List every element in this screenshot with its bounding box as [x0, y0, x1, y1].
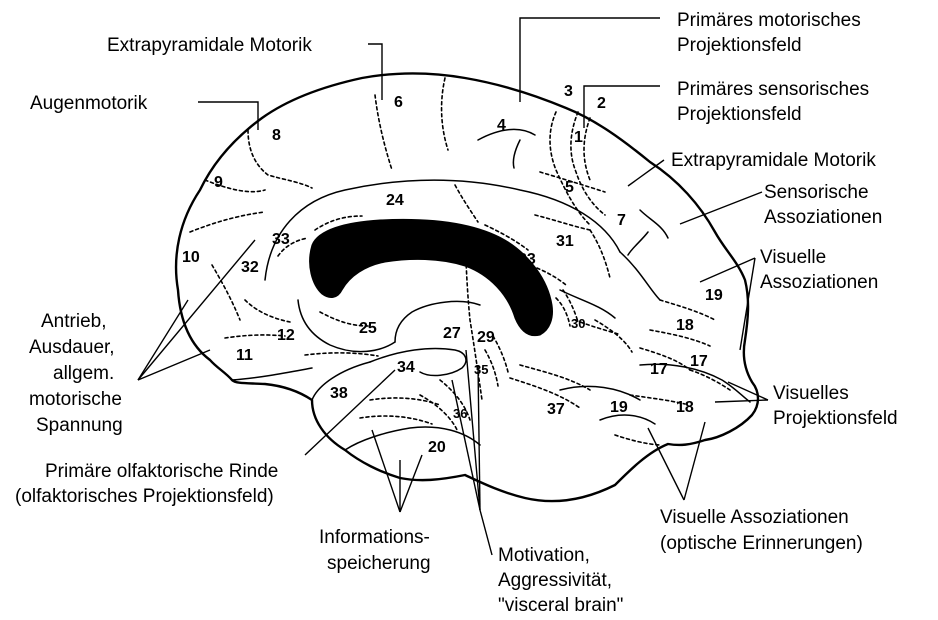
label-informations-line1: Informations-	[319, 527, 430, 548]
area-6: 6	[394, 94, 403, 111]
label-motivation-line3: "visceral brain"	[498, 595, 623, 616]
area-19-a: 19	[705, 287, 723, 304]
area-30: 30	[571, 316, 585, 331]
region-labels: Extrapyramidale Motorik Augenmotorik Pri…	[15, 10, 898, 616]
label-olfaktorisch-line2: (olfaktorisches Projektionsfeld)	[15, 486, 274, 507]
area-18-b: 18	[676, 399, 694, 416]
label-sensorische-line1: Sensorische	[764, 182, 869, 203]
area-3: 3	[564, 83, 573, 100]
label-primaeres-sensorisches-line1: Primäres sensorisches	[677, 79, 869, 100]
label-motivation-line2: Aggressivität,	[498, 570, 612, 591]
area-7: 7	[617, 212, 626, 229]
area-4: 4	[497, 117, 506, 134]
area-26: 26	[521, 309, 539, 326]
label-visuelle-assoziationen-line1: Visuelle	[760, 247, 826, 268]
area-12: 12	[277, 327, 295, 344]
area-32: 32	[241, 259, 259, 276]
label-antrieb-line2: Ausdauer,	[29, 337, 115, 358]
area-8: 8	[272, 127, 281, 144]
label-visuelles-projektionsfeld-line1: Visuelles	[773, 383, 849, 404]
area-19-b: 19	[610, 399, 628, 416]
label-sensorische-line2: Assoziationen	[764, 207, 882, 228]
area-35: 35	[474, 362, 488, 377]
label-extrapyramidale-motorik-right: Extrapyramidale Motorik	[671, 150, 876, 171]
label-augenmotorik: Augenmotorik	[30, 93, 148, 114]
label-primaeres-motorisches-line2: Projektionsfeld	[677, 35, 802, 56]
area-27: 27	[443, 325, 461, 342]
area-17-a: 17	[650, 361, 668, 378]
label-informations-line2: speicherung	[327, 553, 431, 574]
area-38: 38	[330, 385, 348, 402]
area-25: 25	[359, 320, 377, 337]
area-20: 20	[428, 439, 446, 456]
area-34: 34	[397, 359, 415, 376]
label-extrapyramidale-motorik-top: Extrapyramidale Motorik	[107, 35, 312, 56]
label-antrieb-line3: allgem.	[53, 363, 114, 384]
area-1: 1	[574, 129, 583, 146]
area-11: 11	[236, 347, 253, 364]
label-motivation-line1: Motivation,	[498, 545, 590, 566]
label-antrieb-line4: motorische	[29, 389, 122, 410]
area-29: 29	[477, 329, 495, 346]
area-9: 9	[214, 174, 223, 191]
area-17-b: 17	[690, 353, 708, 370]
area-10: 10	[182, 249, 200, 266]
area-18-a: 18	[676, 317, 694, 334]
label-primaeres-motorisches-line1: Primäres motorisches	[677, 10, 861, 31]
label-visuelle-optisch-line1: Visuelle Assoziationen	[660, 507, 849, 528]
label-olfaktorisch-line1: Primäre olfaktorische Rinde	[45, 461, 278, 482]
area-numbers: 1 2 3 4 5 6 7 8 9 10 11 12 17 17 18 18 1…	[182, 83, 723, 456]
area-33: 33	[272, 231, 290, 248]
area-2: 2	[597, 95, 606, 112]
label-visuelle-optisch-line2: (optische Erinnerungen)	[660, 533, 863, 554]
area-37: 37	[547, 401, 565, 418]
area-5: 5	[565, 179, 574, 196]
label-antrieb-line1: Antrieb,	[41, 311, 106, 332]
area-23: 23	[518, 251, 536, 268]
label-primaeres-sensorisches-line2: Projektionsfeld	[677, 104, 802, 125]
area-31: 31	[556, 233, 574, 250]
corpus-callosum-shape	[310, 219, 553, 335]
area-24: 24	[386, 192, 404, 209]
label-visuelles-projektionsfeld-line2: Projektionsfeld	[773, 408, 898, 429]
label-antrieb-line5: Spannung	[36, 415, 123, 436]
label-visuelle-assoziationen-line2: Assoziationen	[760, 272, 878, 293]
